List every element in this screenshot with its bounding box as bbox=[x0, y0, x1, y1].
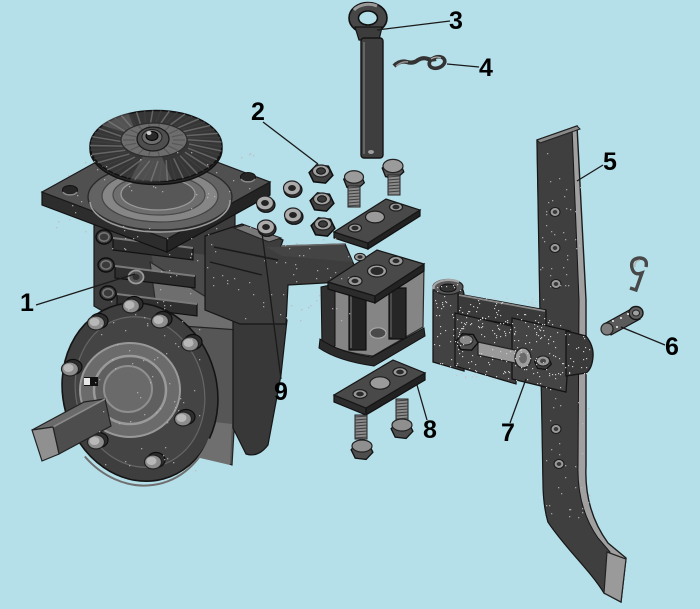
svg-text:2: 2 bbox=[251, 98, 265, 126]
svg-text:3: 3 bbox=[449, 7, 463, 35]
svg-text:4: 4 bbox=[479, 54, 493, 82]
svg-text:9: 9 bbox=[274, 378, 288, 406]
svg-text:6: 6 bbox=[665, 333, 679, 361]
svg-text:8: 8 bbox=[423, 416, 437, 444]
svg-text:5: 5 bbox=[603, 148, 617, 176]
svg-text:1: 1 bbox=[20, 289, 34, 317]
svg-text:7: 7 bbox=[501, 419, 515, 447]
